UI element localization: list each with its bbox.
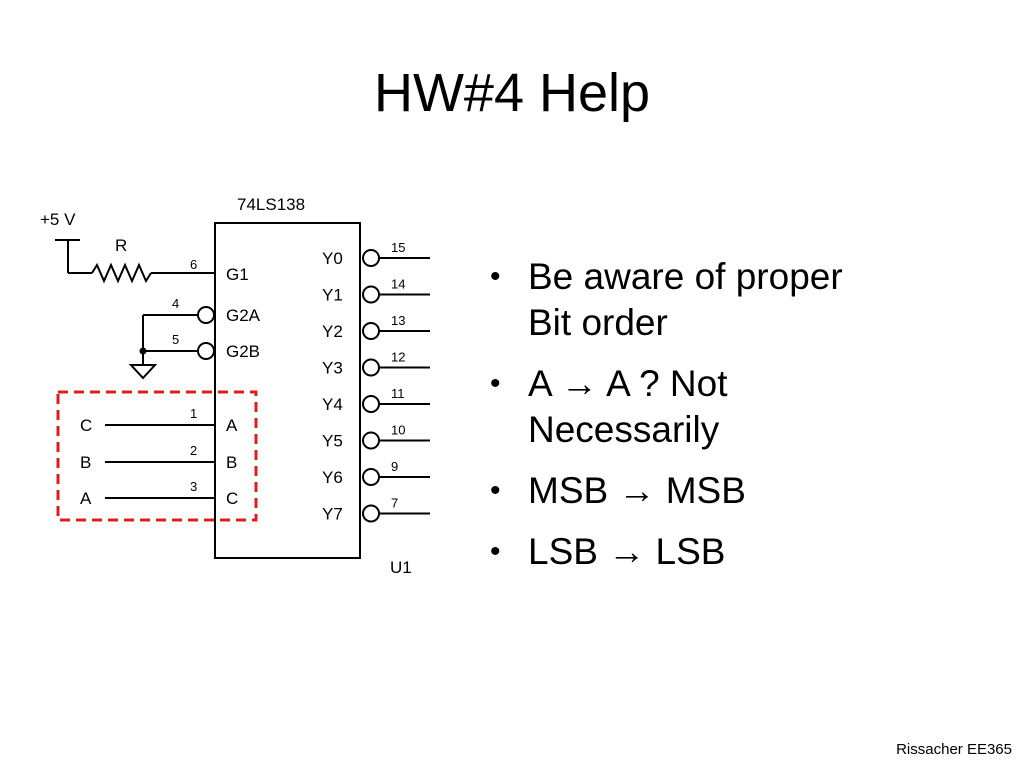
signal-label-b: B [80,453,91,472]
highlight-box [56,390,258,522]
pin-number-b: 2 [190,443,197,458]
bullet-text-cont: Bit order [528,302,668,343]
chip-designator: U1 [390,558,412,577]
chip-body [214,222,361,559]
output-pin-number-y5: 10 [391,423,405,438]
bullet-dot: • [490,367,501,400]
bullet-dot: • [490,474,501,507]
resistor [91,262,152,284]
bullet-text: LSB → LSB [528,531,726,572]
bullet-dot: • [490,260,501,293]
output-label-y0: Y0 [322,249,343,268]
output-bubble-y2 [362,322,380,340]
output-bubble-y1 [362,285,380,304]
footer-credit: Rissacher EE365 [896,741,1012,758]
output-pin-number-y7: 7 [391,496,398,511]
bullet-text: A → A ? Not [528,363,728,404]
decoder-schematic: 74LS138 U1 +5 V R 6 G1 4 G2A 5 G2B C B A… [40,195,430,577]
output-label-y4: Y4 [322,395,343,414]
slide-title: HW#4 Help [373,63,651,123]
pin-number-g1: 6 [190,257,197,272]
output-label-y1: Y1 [322,286,343,305]
output-pin-number-y0: 15 [391,240,405,255]
pin-label-g1: G1 [226,265,249,284]
output-bubble-y6 [362,468,380,486]
pin-label-a: A [226,416,238,435]
pin-label-g2b: G2B [226,342,260,361]
output-label-y3: Y3 [322,359,343,378]
output-bubble-y3 [362,358,380,377]
pin-number-a: 1 [190,406,197,421]
output-pin-number-y4: 11 [391,386,405,401]
junction-dot [139,347,147,355]
pin-number-g2b: 5 [172,332,179,347]
supply-label: +5 V [40,210,76,229]
output-pin-number-y6: 9 [391,459,398,474]
bullet-text: MSB → MSB [528,470,746,511]
output-label-y5: Y5 [322,432,343,451]
pin-number-c: 3 [190,479,197,494]
output-bubble-y4 [362,395,380,413]
output-label-y2: Y2 [322,322,343,341]
bullet-item: • MSB → MSB [488,468,958,514]
signal-label-c: C [80,416,92,435]
output-bubble-y0 [362,249,380,267]
bullet-text: Be aware of proper [528,256,843,297]
bullet-text-cont: Necessarily [528,409,720,450]
pin-number-g2a: 4 [172,296,179,311]
output-label-y6: Y6 [322,468,343,487]
output-bubble-y5 [362,431,380,450]
resistor-label: R [115,236,127,255]
output-pin-number-y3: 12 [391,350,405,365]
output-pin-number-y1: 14 [391,277,405,292]
pin-label-b: B [226,453,237,472]
bullet-dot: • [490,535,501,568]
pin-label-g2a: G2A [226,306,261,325]
chip-name: 74LS138 [237,195,305,214]
bubble-g2a [197,306,215,324]
pin-label-c: C [226,489,238,508]
ground-symbol [128,364,158,380]
bubble-g2b [197,342,215,360]
output-bubble-y7 [362,504,380,523]
output-pin-number-y2: 13 [391,313,405,328]
output-label-y7: Y7 [322,505,343,524]
bullet-item: • LSB → LSB [488,529,958,575]
signal-label-a: A [80,489,92,508]
